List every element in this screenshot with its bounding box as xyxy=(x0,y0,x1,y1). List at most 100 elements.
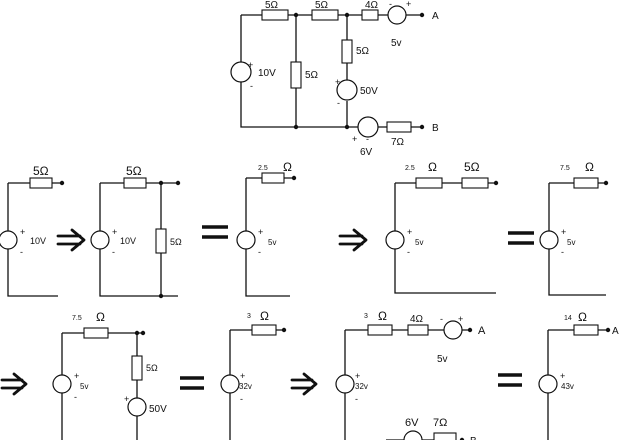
plus-sign: + xyxy=(352,134,357,144)
original-circuit: 5Ω 5Ω 4Ω 5Ω 5Ω 7Ω 10V 50V 5v 6V A B + - … xyxy=(230,0,439,158)
plus-sign: + xyxy=(355,371,360,381)
resistor xyxy=(367,324,393,336)
node-dot xyxy=(158,180,164,186)
terminal-dot xyxy=(59,180,65,186)
voltage-source xyxy=(220,374,240,394)
plus-sign: + xyxy=(248,60,253,70)
plus-sign: + xyxy=(240,371,245,381)
implies-arrow xyxy=(0,372,28,396)
resistor xyxy=(361,9,379,21)
source-label: 5v xyxy=(415,238,423,247)
voltage-source xyxy=(385,230,405,250)
plus-sign: + xyxy=(561,227,566,237)
resistor-label: 5Ω xyxy=(356,46,370,57)
resistor xyxy=(433,432,457,440)
source-label: 10V xyxy=(258,68,276,79)
resistor xyxy=(415,177,443,189)
plus-sign: + xyxy=(258,227,263,237)
voltage-source xyxy=(443,320,463,340)
resistor xyxy=(261,9,289,21)
voltage-source xyxy=(335,374,355,394)
minus-sign: - xyxy=(20,247,23,257)
voltage-source xyxy=(403,430,423,440)
plus-sign: + xyxy=(74,371,79,381)
source-label: 50V xyxy=(149,404,167,415)
terminal-label: B xyxy=(470,436,477,440)
resistor-value: 14 xyxy=(564,315,572,322)
implies-arrow xyxy=(56,228,86,252)
node-dot xyxy=(134,330,140,336)
voltage-source xyxy=(357,116,379,138)
minus-sign: - xyxy=(337,98,340,108)
resistor-value: 7.5 xyxy=(560,165,570,172)
resistor xyxy=(341,39,353,64)
resistor-label: 4Ω xyxy=(410,314,424,325)
source-label: 5v xyxy=(80,382,88,391)
source-label: 5v xyxy=(567,238,575,247)
resistor-unit: Ω xyxy=(260,309,269,323)
plus-sign: + xyxy=(124,394,129,404)
resistor-label: 5Ω xyxy=(305,70,319,81)
minus-sign: - xyxy=(440,314,443,324)
resistor-label: 4Ω xyxy=(365,0,379,11)
row2-step1: 5Ω 10V + - xyxy=(0,164,65,297)
row3-step3: 3 Ω 4Ω 32v 5v 6V 7Ω A B + - - + xyxy=(335,309,486,440)
minus-sign: - xyxy=(561,247,564,257)
minus-sign: - xyxy=(112,247,115,257)
implies-arrow xyxy=(338,228,368,252)
source-label: 32v xyxy=(355,382,368,391)
source-label: 6V xyxy=(405,417,419,429)
equals-sign xyxy=(202,225,228,239)
terminal-label: B xyxy=(432,123,439,134)
row2-step5: 7.5 Ω 5v + - xyxy=(539,160,609,296)
plus-sign: + xyxy=(560,371,565,381)
resistor-label: 7Ω xyxy=(391,137,405,148)
node-dot xyxy=(158,293,164,299)
source-label: 10V xyxy=(30,236,46,246)
voltage-source xyxy=(230,61,252,83)
resistor xyxy=(83,327,109,339)
node-dot xyxy=(344,124,350,130)
resistor xyxy=(311,9,339,21)
node-dot xyxy=(293,12,299,18)
row3-step4: 14 Ω 43v A + xyxy=(538,310,619,440)
plus-sign: + xyxy=(335,77,340,87)
resistor-unit: Ω xyxy=(378,309,387,323)
node-dot xyxy=(293,124,299,130)
resistor xyxy=(155,228,167,254)
resistor xyxy=(261,172,285,184)
resistor-value: 7.5 xyxy=(72,315,82,322)
plus-sign: + xyxy=(407,227,412,237)
voltage-source xyxy=(387,5,407,25)
terminal-label: A xyxy=(612,326,619,337)
resistor xyxy=(131,355,143,381)
resistor-label: 5Ω xyxy=(126,164,142,178)
row3-step1: 7.5 Ω 5Ω 5v 50V + - + xyxy=(52,310,167,440)
source-label: 43v xyxy=(561,382,574,391)
row2-step2: 5Ω 5Ω 10V + - xyxy=(90,164,182,299)
resistor-label: 5Ω xyxy=(315,0,329,11)
minus-sign: - xyxy=(74,392,77,402)
voltage-source xyxy=(52,374,72,394)
resistor-label: 5Ω xyxy=(33,164,49,178)
node-dot xyxy=(344,12,350,18)
resistor xyxy=(573,324,599,336)
source-label: 5v xyxy=(391,38,402,49)
terminal-dot xyxy=(281,327,287,333)
resistor xyxy=(407,324,429,336)
row3-step2: 3 Ω 32v + - xyxy=(220,309,287,440)
resistor-unit: Ω xyxy=(428,160,437,174)
resistor-label: 5Ω xyxy=(464,160,480,174)
terminal-label: A xyxy=(478,325,486,337)
resistor xyxy=(251,324,277,336)
equals-sign xyxy=(180,376,204,390)
voltage-source xyxy=(539,230,559,250)
resistor xyxy=(573,177,599,189)
voltage-source xyxy=(90,230,110,250)
equals-sign xyxy=(508,231,534,245)
resistor-unit: Ω xyxy=(283,160,292,174)
resistor-value: 3 xyxy=(247,313,251,320)
terminal-dot xyxy=(175,180,181,186)
row2-step3: 2.5 Ω 5v + - xyxy=(236,160,297,297)
resistor-value: 2.5 xyxy=(258,165,268,172)
